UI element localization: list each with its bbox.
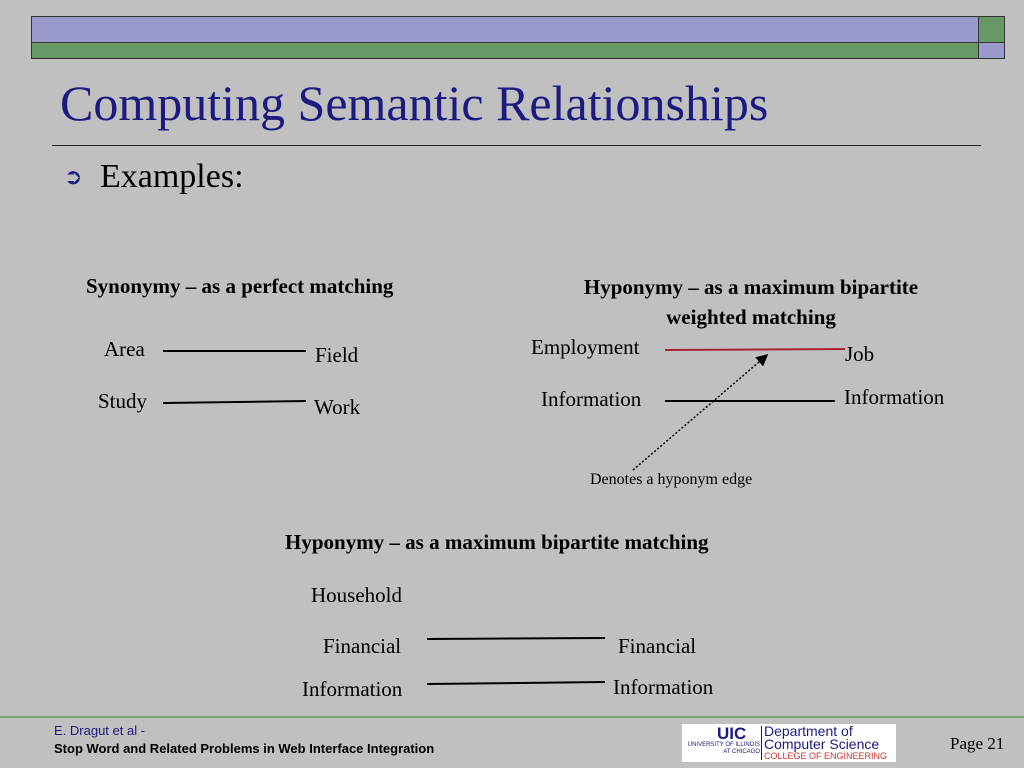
edge-information-information xyxy=(426,681,606,685)
synonymy-heading: Synonymy – as a perfect matching xyxy=(86,274,394,298)
logo-university-text: UNIVERSITY OF ILLINOIS AT CHICAGO xyxy=(684,742,760,756)
hyponymy-weighted-heading: Hyponymy – as a maximum bipartite weight… xyxy=(540,272,962,332)
hyponymy-weighted-right-word: Job xyxy=(845,342,875,366)
hyponym-pointer-arrow xyxy=(632,354,769,471)
footer-divider xyxy=(0,716,1024,718)
edge-employment-job xyxy=(664,348,846,351)
page-number: Page 21 xyxy=(950,734,1005,753)
hyponymy-matching-left-word: Information xyxy=(302,677,403,701)
synonymy-right-word: Work xyxy=(314,395,361,419)
hyponymy-matching-right-word: Financial xyxy=(618,634,697,658)
edge-financial-financial xyxy=(426,637,606,640)
logo-college-text: COLLEGE OF ENGINEERING xyxy=(764,751,888,761)
synonymy-left-word: Study xyxy=(98,389,148,413)
uic-cs-logo: UIC UNIVERSITY OF ILLINOIS AT CHICAGO De… xyxy=(682,724,896,762)
edge-study-work xyxy=(162,400,307,404)
slide-title: Computing Semantic Relationships xyxy=(60,75,769,131)
hyponymy-weighted-left-word: Employment xyxy=(531,335,640,359)
footer-paper-title: Stop Word and Related Problems in Web In… xyxy=(54,741,435,756)
logo-divider xyxy=(761,726,762,760)
synonymy-left-word: Area xyxy=(104,337,145,361)
logo-dept-line2: Computer Science xyxy=(764,736,880,752)
hyponymy-weighted-left-word: Information xyxy=(541,387,642,411)
hyponymy-weighted-heading-line2: weighted matching xyxy=(666,305,836,329)
arrow-circle-icon: ➲ xyxy=(64,165,83,190)
synonymy-right-word: Field xyxy=(315,343,359,367)
hyponym-edge-annotation: Denotes a hyponym edge xyxy=(590,471,753,488)
hyponymy-matching-left-word: Household xyxy=(311,583,402,607)
logo-university-line1: UNIVERSITY OF ILLINOIS xyxy=(687,742,760,748)
logo-uic-text: UIC xyxy=(717,724,747,743)
hyponymy-weighted-right-word: Information xyxy=(844,385,945,409)
hyponymy-matching-left-word: Financial xyxy=(323,634,402,658)
logo-university-line2: AT CHICAGO xyxy=(723,749,760,755)
bullet-text: Examples: xyxy=(100,158,244,195)
hyponymy-matching-heading: Hyponymy – as a maximum bipartite matchi… xyxy=(285,530,709,554)
hyponymy-matching-right-word: Information xyxy=(613,675,714,699)
footer-author: E. Dragut et al - xyxy=(54,723,146,738)
logo-dept-line1: Department of xyxy=(764,723,853,739)
hyponymy-weighted-heading-line1: Hyponymy – as a maximum bipartite xyxy=(583,275,919,299)
header-square-purple xyxy=(978,42,1005,59)
title-divider xyxy=(52,145,981,146)
